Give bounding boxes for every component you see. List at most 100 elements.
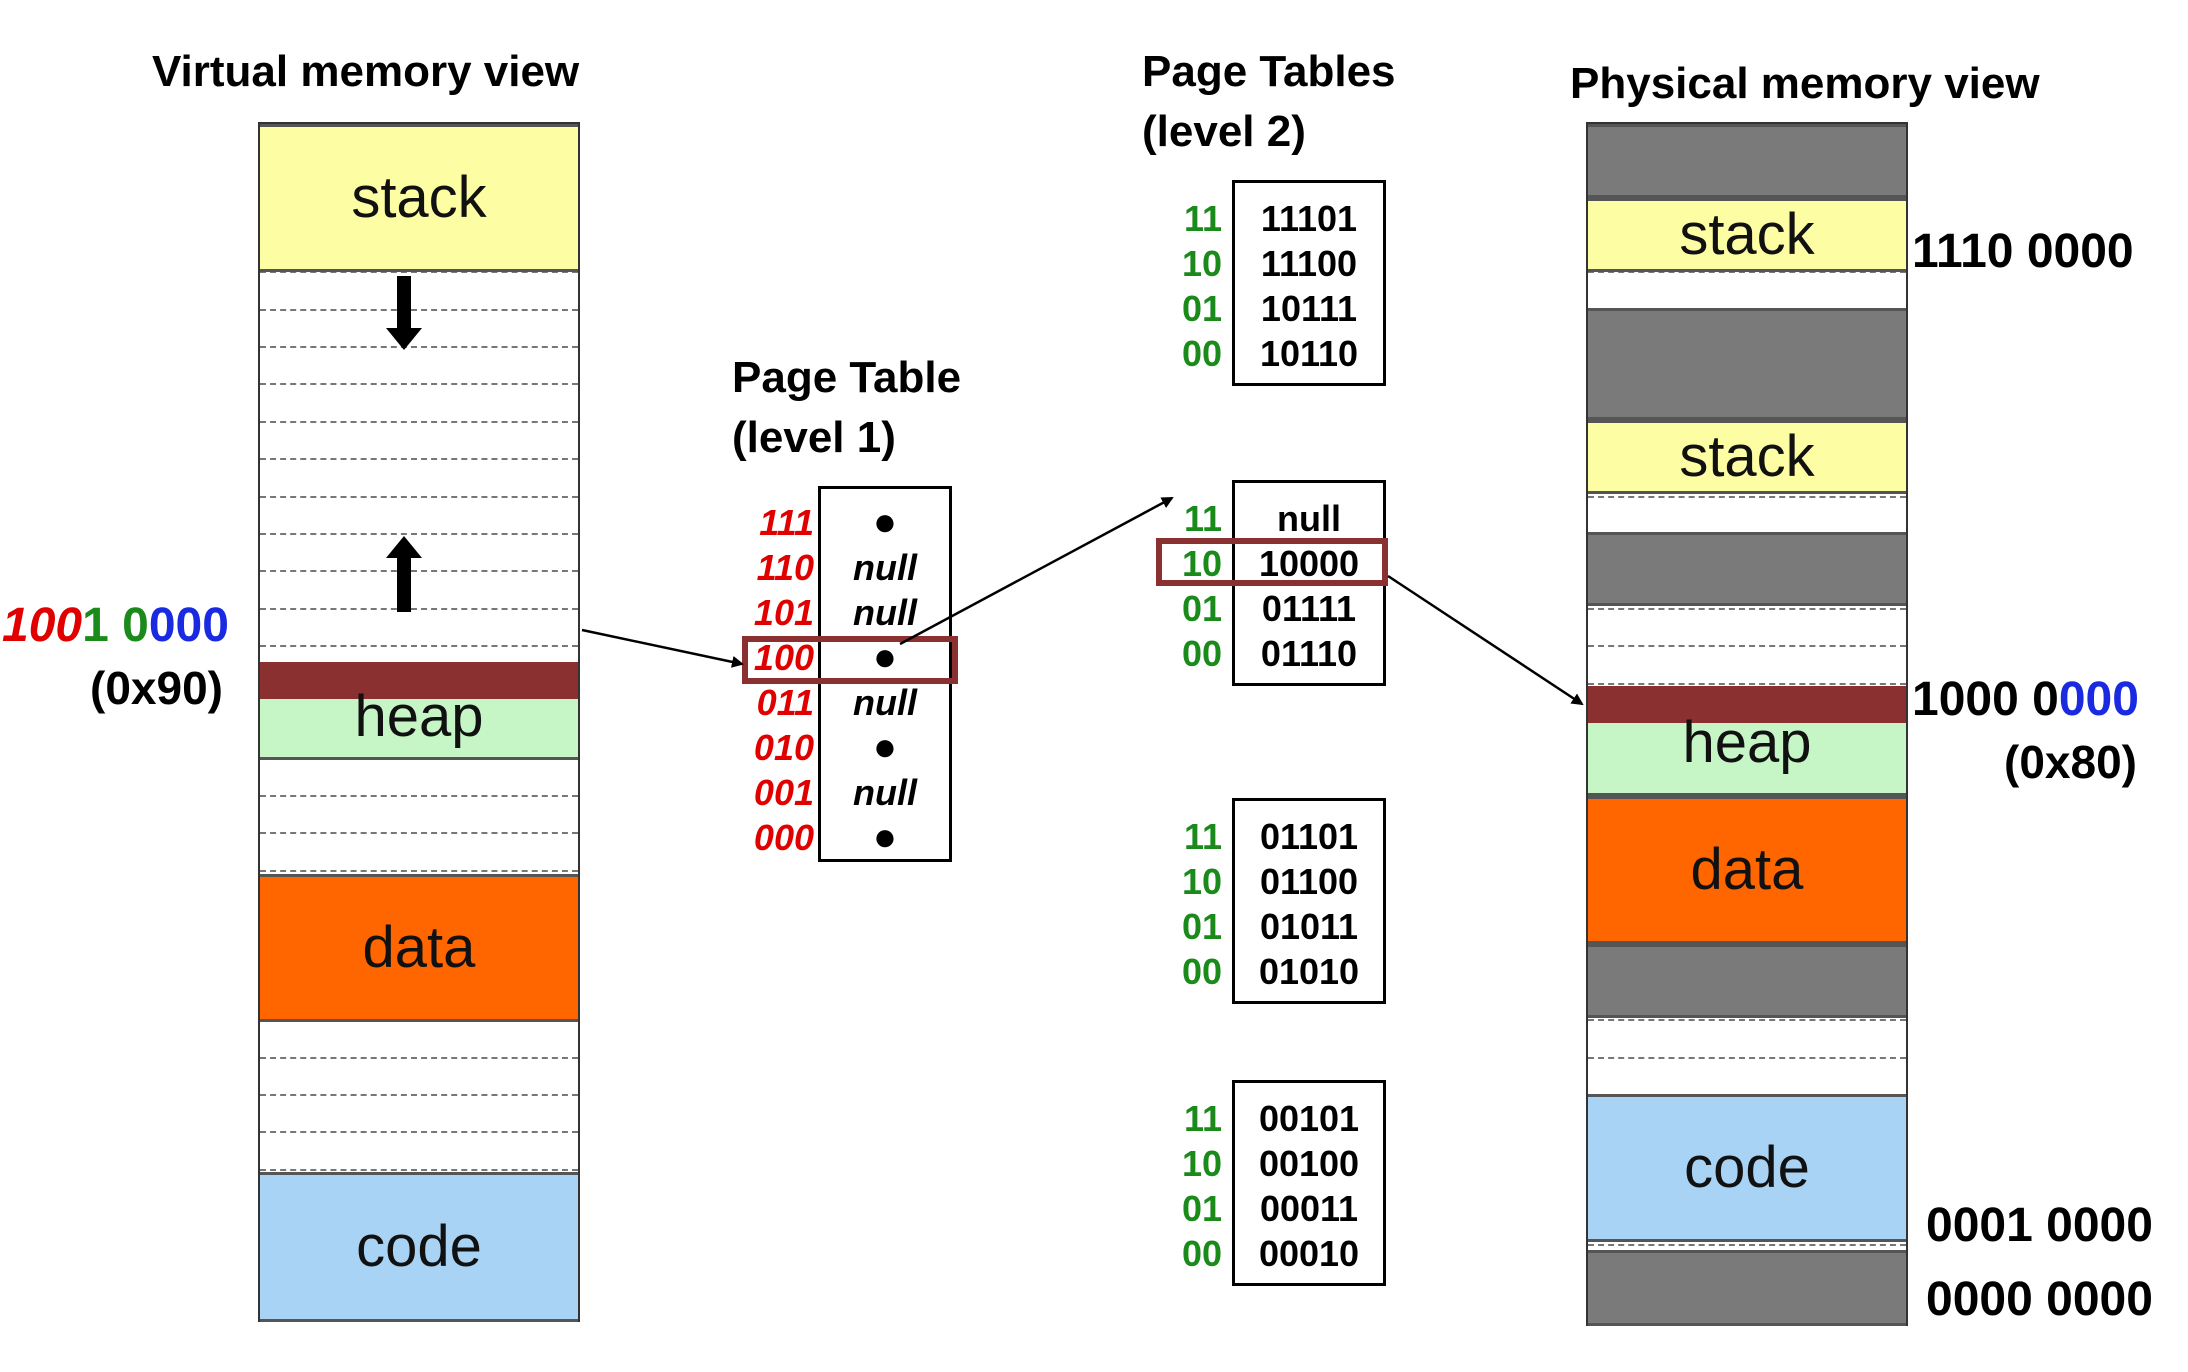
page-table-l1-title-line1: Page Table [732, 353, 962, 402]
physical-address-code: 0001 0000 [1926, 1199, 2153, 1252]
page-table-l2-frame: 00011 [1259, 1188, 1359, 1229]
virtual-heap-mapped-page [260, 662, 578, 699]
virtual-segment-label-code: code [356, 1214, 482, 1279]
physical-segment-stack-top [1588, 198, 1906, 272]
page-table-l1-title: Page Table (level 1) [732, 348, 961, 468]
page-table-l2-frame: 11100 [1260, 243, 1358, 284]
page-table-l1-pointer: ● [872, 500, 898, 544]
physical-unused-block [1588, 944, 1906, 1018]
page-table-l2-index: 10 [1181, 243, 1222, 284]
page-table-l1-null: null [853, 547, 917, 588]
page-table-l2-frame: 01011 [1259, 906, 1359, 947]
memory-slot [1588, 1022, 1906, 1059]
memory-slot [1588, 573, 1906, 610]
memory-slot [1588, 1209, 1906, 1246]
page-table-l1-null: null [853, 772, 917, 813]
page-table-l2-frame: 10000 [1258, 543, 1360, 584]
memory-slot [260, 1134, 578, 1171]
virtual-segment-label-stack: stack [351, 165, 487, 230]
physical-segment-label-heap: heap [1682, 710, 1812, 775]
page-table-l1 [818, 486, 952, 862]
page-table-l2 [1232, 798, 1386, 1004]
page-table-l1-null: null [853, 682, 917, 723]
page-table-l1-index: 010 [753, 727, 814, 768]
page-table-l2-index: 10 [1181, 861, 1222, 902]
page-table-l2-frame: 01110 [1260, 633, 1358, 674]
page-table-l2-index: 00 [1181, 951, 1222, 992]
memory-slot [1588, 984, 1906, 1022]
page-table-l2-index: 01 [1181, 906, 1222, 947]
physical-address-bottom: 0000 0000 [1926, 1273, 2153, 1326]
page-table-l1-pointer: ● [872, 725, 898, 769]
page-tables-l2-title-line1: Page Tables [1142, 47, 1396, 96]
page-table-l2-index: 00 [1181, 633, 1222, 674]
page-table-l2-highlight [1156, 538, 1388, 586]
virtual-address-l2-index-bit: 1 [82, 599, 109, 652]
virtual-segment-label-heap: heap [354, 684, 484, 749]
physical-memory-title: Physical memory view [1570, 59, 2040, 108]
arrow-virtual-to-pt1 [581, 628, 744, 668]
virtual-address-l2-index-bit-2: 0 [122, 599, 149, 652]
page-table-l1-title-line2: (level 1) [732, 413, 896, 462]
physical-segment-data [1588, 796, 1906, 944]
page-table-l2-index: 00 [1181, 1233, 1222, 1274]
memory-slot [260, 1022, 578, 1059]
heap-grows-up-arrow [386, 536, 422, 612]
memory-slot [260, 610, 578, 648]
page-table-l2 [1232, 1080, 1386, 1286]
memory-slot [1588, 461, 1906, 498]
physical-address-heap-frame: 1000 0 [1912, 673, 2059, 726]
page-table-l1-index: 100 [753, 637, 814, 678]
memory-slot [260, 1059, 578, 1096]
virtual-address: 1001 0000 [2, 598, 229, 654]
page-table-l2-frame: null [1277, 498, 1341, 539]
page-table-l2-index: 11 [1183, 498, 1222, 539]
page-table-l2-frame: 11101 [1260, 198, 1358, 239]
stack-grows-down-arrow [386, 276, 422, 350]
page-table-l1-pointer: ● [872, 635, 898, 679]
arrow-pt2-to-physical [1387, 574, 1584, 706]
memory-slot [260, 498, 578, 535]
virtual-segment-label-data: data [362, 915, 476, 980]
page-table-l2-index: 01 [1181, 1188, 1222, 1229]
memory-slot [260, 386, 578, 423]
memory-slot [260, 535, 578, 573]
physical-segment-label-data: data [1690, 837, 1804, 902]
memory-slot [260, 461, 578, 498]
memory-slot [260, 573, 578, 610]
page-table-l1-index: 111 [759, 502, 814, 543]
page-table-l2-index: 11 [1183, 816, 1222, 857]
virtual-memory-title: Virtual memory view [152, 47, 580, 96]
physical-address-heap-hex: (0x80) [2004, 736, 2137, 788]
memory-slot [1588, 648, 1906, 685]
page-table-l1-index: 000 [753, 817, 814, 858]
page-table-l2-frame: 00100 [1258, 1143, 1360, 1184]
physical-segment-code [1588, 1094, 1906, 1242]
page-table-l2-index: 01 [1181, 588, 1222, 629]
page-table-l2-frame: 01111 [1261, 588, 1357, 629]
page-table-l2-frame: 10111 [1260, 288, 1358, 329]
memory-slot [260, 348, 578, 386]
page-table-l2-index: 00 [1181, 333, 1222, 374]
arrow-pt1-to-pt2 [899, 496, 1174, 646]
page-table-l2-frame: 01101 [1259, 816, 1359, 857]
page-table-l1-index: 011 [756, 682, 814, 723]
page-table-l2-index: 01 [1181, 288, 1222, 329]
page-table-l2-index: 10 [1181, 543, 1222, 584]
page-tables-l2-title: Page Tables (level 2) [1142, 42, 1396, 162]
page-table-l2-frame: 10110 [1259, 333, 1359, 374]
page-table-l2-frame: 00101 [1258, 1098, 1360, 1139]
page-table-l2-frame: 00010 [1258, 1233, 1360, 1274]
physical-unused-block [1588, 124, 1906, 198]
physical-unused-block [1588, 532, 1906, 606]
virtual-address-offset: 000 [148, 599, 229, 652]
physical-address-stack: 1110 0000 [1912, 225, 2134, 278]
page-table-l2-frame: 01010 [1258, 951, 1360, 992]
virtual-segment-code [260, 1172, 578, 1322]
physical-heap-mapped-page [1588, 686, 1906, 723]
page-table-l1-pointer: ● [872, 815, 898, 859]
memory-slot [260, 423, 578, 461]
virtual-segment-stack [260, 124, 578, 272]
